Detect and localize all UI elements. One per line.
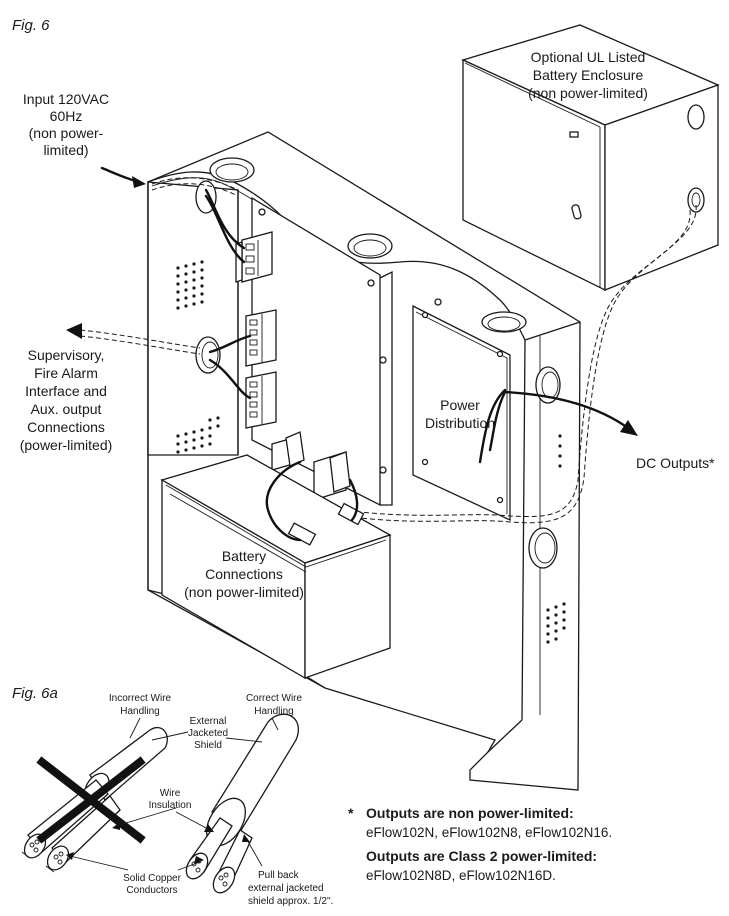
svg-text:Optional UL Listed: Optional UL Listed — [531, 49, 646, 65]
power-distribution-board — [412, 298, 511, 522]
wire-insulation-label: Wire Insulation — [149, 788, 192, 811]
terminal-block-supervisory — [245, 309, 277, 367]
svg-text:Connections: Connections — [205, 566, 283, 582]
incorrect-x-mark — [36, 756, 146, 844]
dc-outputs-label: DC Outputs* — [636, 455, 715, 471]
svg-text:shield approx. 1/2".: shield approx. 1/2". — [248, 896, 333, 907]
copper-strands-incorrect — [29, 839, 64, 865]
svg-text:Shield: Shield — [194, 740, 222, 751]
non-limited-models: eFlow102N, eFlow102N8, eFlow102N16. — [366, 825, 612, 840]
svg-text:Solid Copper: Solid Copper — [123, 873, 181, 884]
svg-text:external jacketed: external jacketed — [248, 883, 324, 894]
svg-text:External: External — [190, 716, 227, 727]
svg-text:60Hz: 60Hz — [50, 108, 83, 124]
svg-text:Insulation: Insulation — [149, 800, 192, 811]
svg-text:Battery: Battery — [222, 548, 266, 564]
svg-text:Fire Alarm: Fire Alarm — [34, 365, 98, 381]
class2-heading: Outputs are Class 2 power-limited: — [366, 848, 597, 864]
battery — [160, 454, 392, 680]
svg-text:Distribution: Distribution — [425, 415, 495, 431]
supervisory-label: Supervisory, Fire Alarm Interface and Au… — [20, 347, 113, 453]
svg-text:(non power-: (non power- — [29, 125, 104, 141]
svg-text:Supervisory,: Supervisory, — [28, 347, 105, 363]
dc-outputs-arrow — [503, 390, 638, 436]
svg-text:Connections: Connections — [27, 419, 105, 435]
vent-holes-left-bottom — [176, 416, 220, 454]
incorrect-label: Incorrect Wire Handling — [109, 693, 172, 717]
output-notes: * Outputs are non power-limited: eFlow10… — [348, 805, 612, 883]
svg-text:Handling: Handling — [120, 706, 159, 717]
vent-holes-right — [546, 434, 566, 644]
battery-connections-label: Battery Connections (non power-limited) — [184, 548, 304, 600]
power-distribution-label: Power Distribution — [425, 397, 495, 431]
svg-text:Conductors: Conductors — [126, 885, 177, 896]
svg-text:Interface and: Interface and — [25, 383, 107, 399]
terminal-block-battery — [271, 431, 351, 501]
svg-text:Jacketed: Jacketed — [188, 728, 228, 739]
external-shield-label: External Jacketed Shield — [188, 716, 228, 751]
svg-text:Wire: Wire — [160, 788, 181, 799]
svg-text:Incorrect Wire: Incorrect Wire — [109, 693, 172, 704]
supervisory-arrow — [66, 323, 201, 355]
vent-holes-left-top — [176, 260, 204, 310]
svg-text:Pull back: Pull back — [258, 870, 300, 881]
svg-text:Aux. output: Aux. output — [31, 401, 102, 417]
svg-text:Correct Wire: Correct Wire — [246, 693, 303, 704]
solid-copper-label: Solid Copper Conductors — [123, 873, 181, 896]
correct-label: Correct Wire Handling — [246, 693, 303, 717]
class2-models: eFlow102N8D, eFlow102N16D. — [366, 868, 556, 883]
svg-text:Input 120VAC: Input 120VAC — [23, 91, 109, 107]
battery-enclosure — [461, 24, 720, 292]
input-power-label: Input 120VAC 60Hz (non power- limited) — [23, 91, 109, 158]
notes-asterisk: * — [348, 805, 354, 821]
terminal-block-ac — [235, 231, 273, 283]
fig6a-title: Fig. 6a — [12, 685, 58, 702]
terminal-block-aux — [245, 371, 277, 429]
svg-text:Battery Enclosure: Battery Enclosure — [533, 67, 644, 83]
fig6-title: Fig. 6 — [12, 17, 50, 34]
svg-text:Power: Power — [440, 397, 480, 413]
input-power-arrow — [100, 166, 146, 188]
non-limited-heading: Outputs are non power-limited: — [366, 805, 574, 821]
svg-text:(power-limited): (power-limited) — [20, 437, 113, 453]
main-enclosure — [147, 131, 697, 791]
svg-text:Handling: Handling — [254, 706, 293, 717]
svg-text:(non power-limited): (non power-limited) — [184, 584, 304, 600]
fig6a-leaders — [66, 717, 279, 871]
battery-enclosure-label: Optional UL Listed Battery Enclosure (no… — [528, 49, 648, 101]
svg-text:limited): limited) — [43, 142, 88, 158]
svg-text:(non power-limited): (non power-limited) — [528, 85, 648, 101]
pull-back-label: Pull back external jacketed shield appro… — [248, 870, 333, 907]
